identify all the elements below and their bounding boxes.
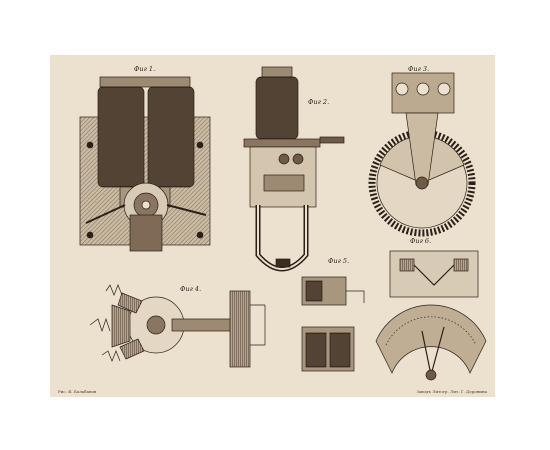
fig1-lever-left	[85, 204, 126, 224]
fig3-label: Фиг 3.	[408, 65, 429, 73]
figure-1: Фиг 1.	[79, 65, 211, 252]
plate-drawing: Фиг 1. Фиг 2. Фиг 3.	[79, 65, 487, 381]
fig2-base-clamp	[275, 258, 291, 268]
engraver-credit: Рис. Я. Балабанов	[58, 389, 97, 394]
figure-6: Фиг 6.	[375, 237, 487, 381]
fig6-sector-dial	[375, 304, 487, 374]
fig4-magnet-block	[229, 290, 251, 368]
fig1-label: Фиг 1.	[134, 65, 155, 73]
fig6-needle-right	[430, 326, 445, 376]
fig2-coil	[255, 76, 299, 140]
fig4-label: Фиг 4.	[180, 285, 201, 293]
figure-5: Фиг 5.	[301, 257, 365, 372]
engraving-plate: Фиг 1. Фиг 2. Фиг 3.	[50, 55, 495, 397]
fig2-shaft	[319, 136, 345, 144]
fig1-coil-left	[97, 86, 145, 188]
lithographer-credit: Заводъ Литогр. Лит. Г. Доронина	[416, 389, 487, 394]
fig1-lever-right	[166, 204, 207, 216]
fig6-label: Фиг 6.	[410, 237, 431, 245]
figure-3: Фиг 3.	[368, 65, 476, 237]
fig4-resistor-left	[89, 317, 111, 333]
fig6-plan-view	[389, 250, 479, 298]
fig5-label: Фиг 5.	[328, 257, 349, 265]
figure-2: Фиг 2.	[243, 66, 345, 272]
fig2-top-bar	[243, 138, 321, 148]
fig1-lower-bracket	[129, 214, 163, 252]
figure-4: Фиг 4.	[89, 284, 266, 368]
fig3-gear-teeth	[368, 129, 476, 237]
fig2-cap	[261, 66, 293, 78]
fig4-segment-a	[111, 304, 131, 348]
fig1-coil-right	[147, 86, 195, 188]
fig4-bar	[171, 318, 233, 332]
fig1-top-yoke	[99, 76, 191, 88]
fig6-needle-left	[421, 330, 432, 376]
fig2-label: Фиг 2.	[308, 98, 329, 106]
